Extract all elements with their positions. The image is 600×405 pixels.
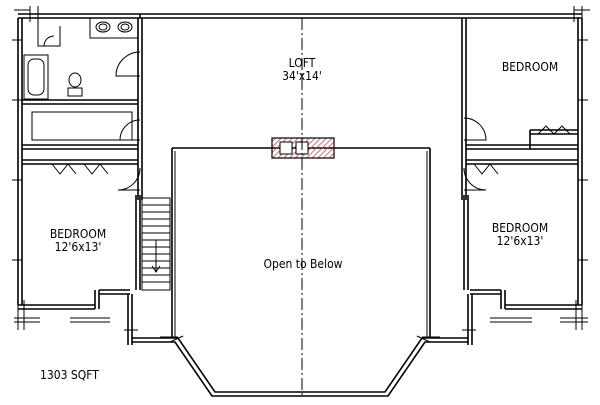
- room-label-loft: LOFT 34'x14': [262, 57, 342, 83]
- doors: [115, 51, 487, 191]
- bedroom-w-size: 12'6x13': [54, 240, 102, 254]
- stairs: [141, 197, 171, 291]
- room-label-bedroom-e: BEDROOM 12'6x13': [480, 222, 560, 248]
- room-label-bedroom-w: BEDROOM 12'6x13': [38, 228, 118, 254]
- bay-window: [132, 335, 468, 397]
- outer-walls: [12, 6, 590, 345]
- bedroom-e-size: 12'6x13': [496, 234, 544, 248]
- bedroom-e-name: BEDROOM: [491, 221, 549, 235]
- bedroom-w-name: BEDROOM: [49, 227, 107, 241]
- loft-size: 34'x14': [282, 69, 322, 83]
- total-area-label: 1303 SQFT: [40, 368, 99, 382]
- closet-doors: [51, 125, 571, 175]
- chimney: [271, 137, 335, 159]
- room-label-bedroom-ne: BEDROOM: [490, 61, 570, 74]
- bath-fixtures: [21, 18, 138, 145]
- interior-walls: [22, 18, 578, 338]
- open-to-below-label: Open to Below: [263, 257, 343, 271]
- loft-name: LOFT: [288, 56, 316, 70]
- bedroom-ne-name: BEDROOM: [501, 60, 559, 74]
